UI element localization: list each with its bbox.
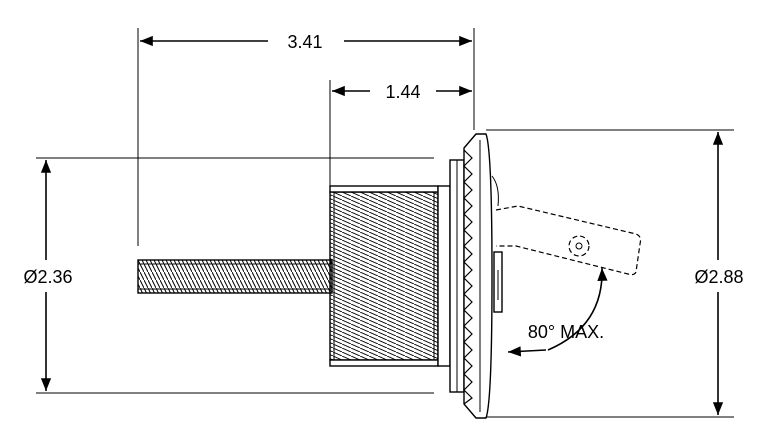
- rotation-annotation: 80° MAX.: [507, 267, 608, 357]
- serrated-flange: [463, 133, 493, 419]
- lever-arm: [491, 175, 642, 313]
- rotation-label: 80° MAX.: [528, 322, 604, 342]
- overall-length-label: 3.41: [287, 32, 322, 52]
- dimension-body-length: 1.44: [332, 82, 472, 102]
- dimension-flange-diameter: Ø2.88: [694, 132, 744, 415]
- extension-lines: [36, 28, 734, 418]
- threaded-body: [329, 185, 439, 367]
- thread-diameter-label: Ø2.36: [23, 267, 72, 287]
- threaded-rod: [137, 259, 333, 294]
- body-length-label: 1.44: [385, 82, 420, 102]
- dimension-thread-diameter: Ø2.36: [23, 160, 73, 391]
- dimension-overall-length: 3.41: [140, 32, 472, 52]
- flange-diameter-label: Ø2.88: [694, 267, 743, 287]
- collar: [437, 159, 465, 393]
